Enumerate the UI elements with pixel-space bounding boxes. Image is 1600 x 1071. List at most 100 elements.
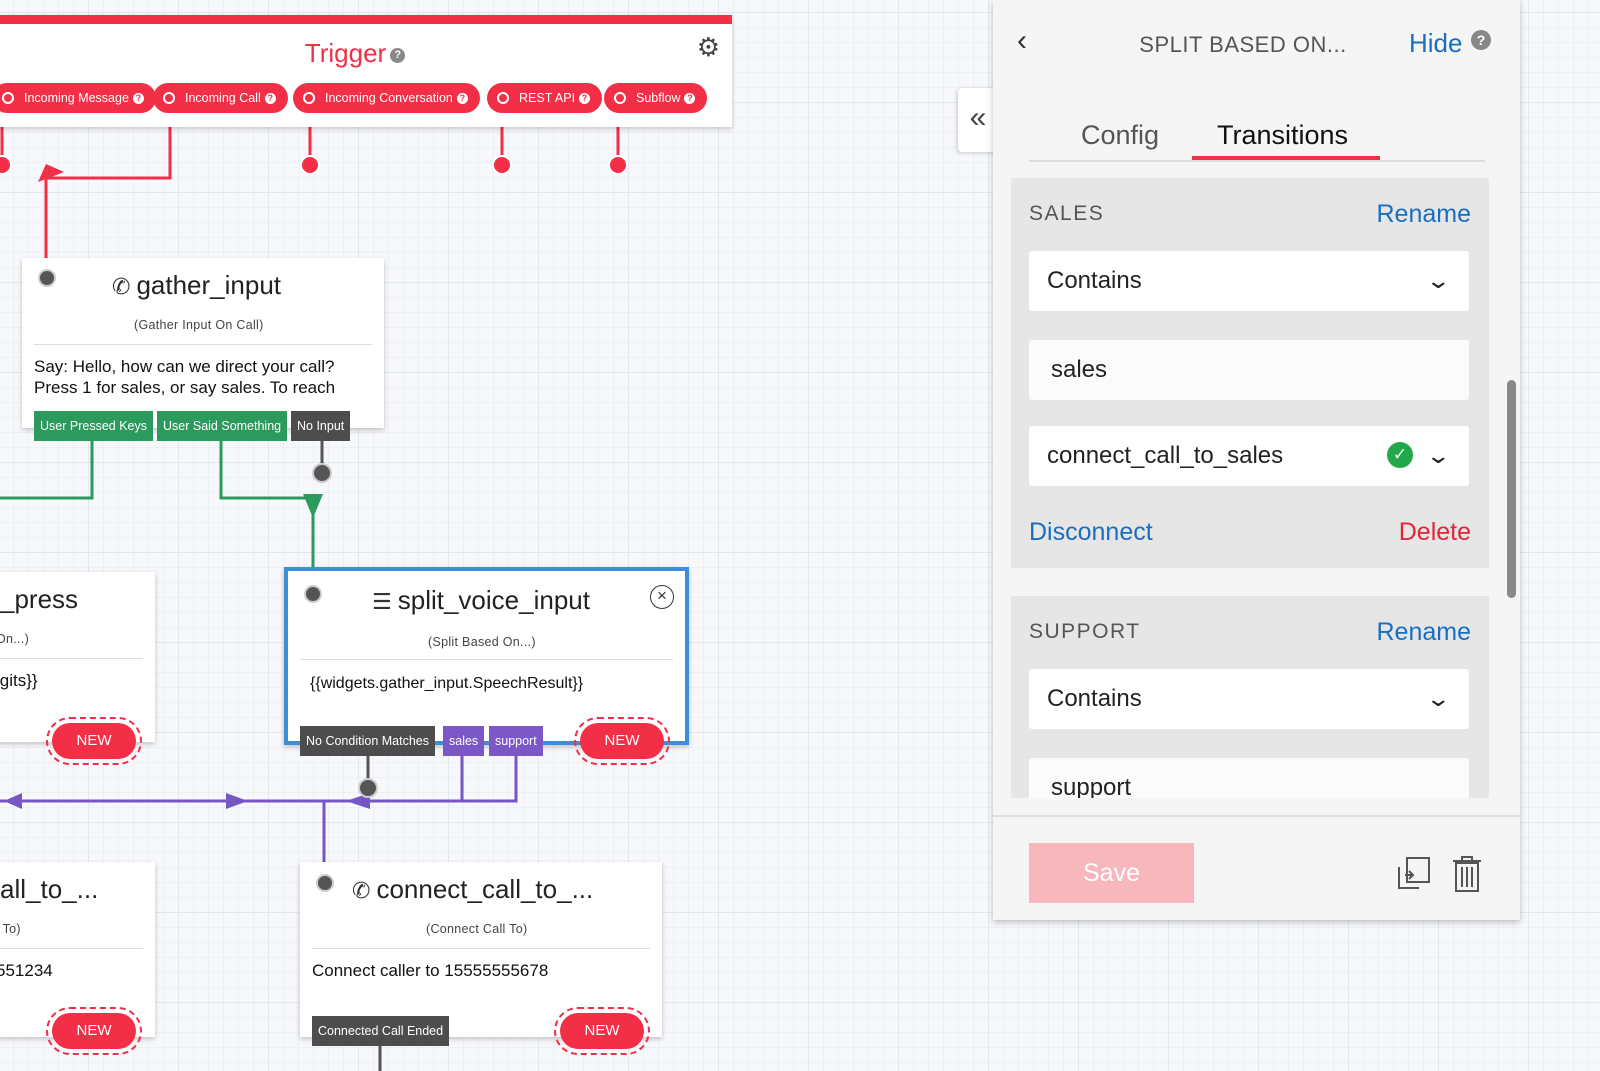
widget-body: Say: Hello, how can we direct your call?… — [34, 356, 335, 398]
divider — [34, 344, 372, 345]
widget-input-dot[interactable] — [316, 874, 334, 892]
transition-connected-call-ended[interactable]: Connected Call Ended — [312, 1016, 450, 1046]
divider — [993, 815, 1520, 817]
chevron-down-icon: ⌄ — [1424, 686, 1451, 711]
phone-icon: ✆ — [112, 274, 131, 299]
active-tab-indicator — [1192, 156, 1380, 160]
target-select[interactable]: connect_call_to_sales ✓ ⌄ — [1029, 426, 1469, 486]
value-text: sales — [1051, 356, 1108, 383]
transitions-list[interactable]: SALES Rename Contains ⌄ sales connect_ca… — [993, 178, 1520, 798]
widget-title: all_to_... — [0, 874, 99, 904]
disconnect-link[interactable]: Disconnect — [1029, 518, 1153, 546]
new-transition-button[interactable]: NEW — [46, 1007, 142, 1055]
widget-body: Connect caller to 15555555678 — [312, 961, 549, 980]
transition-label: SALES — [1029, 202, 1105, 225]
value-input[interactable]: sales — [1029, 340, 1469, 400]
widget-input-dot[interactable] — [38, 269, 56, 287]
trigger-incoming-conversation[interactable]: Incoming Conversation? — [293, 83, 480, 113]
save-button[interactable]: Save — [1029, 843, 1194, 903]
divider — [0, 948, 143, 949]
widget-subtitle: l To) — [0, 922, 21, 936]
delete-link[interactable]: Delete — [1398, 518, 1471, 546]
value-text: support — [1051, 774, 1132, 798]
widget-subtitle: On...) — [0, 632, 30, 646]
gear-icon[interactable]: ⚙ — [696, 32, 720, 62]
rename-link[interactable]: Rename — [1376, 200, 1472, 228]
transition-label: SUPPORT — [1029, 620, 1141, 643]
duplicate-icon[interactable] — [1395, 855, 1433, 891]
chevron-down-icon: ⌄ — [1424, 268, 1451, 293]
widget-split-voice-input[interactable]: ☰split_voice_input × (Split Based On...)… — [284, 567, 689, 745]
split-icon: ☰ — [372, 589, 392, 614]
double-chevron-left-icon[interactable]: « — [958, 88, 998, 152]
radio-icon — [163, 92, 175, 104]
trigger-title: Trigger? — [280, 38, 430, 69]
tab-config[interactable]: Config — [1081, 120, 1160, 150]
trigger-incoming-call[interactable]: Incoming Call? — [153, 83, 288, 113]
tab-transitions[interactable]: Transitions — [1217, 120, 1349, 150]
value-input[interactable]: support — [1029, 758, 1469, 798]
widget-subtitle: (Connect Call To) — [426, 922, 528, 936]
trigger-widget[interactable]: Trigger? ⚙ Incoming Message? Incoming Ca… — [0, 15, 732, 127]
widget-body: 551234 — [0, 961, 53, 980]
radio-icon — [2, 92, 14, 104]
help-icon[interactable]: ? — [1471, 30, 1491, 50]
divider — [0, 658, 143, 659]
trigger-rest-api[interactable]: REST API? — [487, 83, 603, 113]
chevron-left-icon[interactable]: ‹ — [1017, 24, 1027, 57]
phone-icon: ✆ — [352, 878, 371, 903]
help-icon[interactable]: ? — [264, 92, 276, 104]
divider — [300, 659, 673, 660]
widget-split-key-press[interactable]: _press On...) igits}} — [0, 572, 155, 742]
radio-icon — [497, 92, 509, 104]
trash-icon[interactable] — [1451, 855, 1483, 893]
widget-config-panel: ‹ SPLIT BASED ON... Hide ? Config Transi… — [993, 0, 1520, 920]
panel-tabs: Config Transitions — [1029, 120, 1485, 162]
widget-title: ✆connect_call_to_... — [352, 874, 594, 904]
help-icon[interactable]: ? — [132, 92, 144, 104]
check-icon: ✓ — [1387, 442, 1413, 468]
widget-title: _press — [0, 584, 79, 614]
close-icon[interactable]: × — [650, 585, 674, 609]
chevron-down-icon: ⌄ — [1424, 443, 1451, 468]
body-line: Say: Hello, how can we direct your call? — [34, 357, 335, 376]
transition-user-pressed-keys[interactable]: User Pressed Keys — [34, 411, 153, 441]
transition-card-support: SUPPORT Rename Contains ⌄ support — [1011, 596, 1489, 798]
operator-select[interactable]: Contains ⌄ — [1029, 251, 1469, 311]
connection-wires — [0, 112, 628, 1071]
trigger-incoming-message[interactable]: Incoming Message? — [0, 83, 156, 113]
widget-title: ☰split_voice_input — [372, 585, 590, 615]
new-transition-button[interactable]: NEW — [574, 717, 670, 765]
operator-value: Contains — [1047, 685, 1142, 712]
transition-no-condition-matches[interactable]: No Condition Matches — [300, 726, 435, 756]
widget-title: ✆gather_input — [112, 270, 281, 300]
help-icon[interactable]: ? — [579, 92, 591, 104]
widget-input-dot[interactable] — [304, 585, 322, 603]
panel-title: SPLIT BASED ON... — [1139, 32, 1347, 57]
new-transition-button[interactable]: NEW — [46, 717, 142, 765]
help-icon[interactable]: ? — [456, 92, 468, 104]
transition-card-sales: SALES Rename Contains ⌄ sales connect_ca… — [1011, 178, 1489, 568]
new-transition-button[interactable]: NEW — [554, 1007, 650, 1055]
transition-sales[interactable]: sales — [443, 726, 485, 756]
help-icon[interactable]: ? — [684, 92, 696, 104]
rename-link[interactable]: Rename — [1376, 618, 1472, 646]
transition-user-said-something[interactable]: User Said Something — [157, 411, 288, 441]
widget-subtitle: (Split Based On...) — [428, 635, 536, 649]
transition-no-input[interactable]: No Input — [291, 411, 351, 441]
help-icon[interactable]: ? — [390, 47, 406, 63]
operator-select[interactable]: Contains ⌄ — [1029, 669, 1469, 729]
trigger-subflow[interactable]: Subflow? — [604, 83, 708, 113]
transition-support[interactable]: support — [489, 726, 543, 756]
radio-icon — [303, 92, 315, 104]
panel-scrollbar[interactable] — [1507, 380, 1516, 598]
target-value: connect_call_to_sales — [1047, 442, 1284, 469]
operator-value: Contains — [1047, 267, 1142, 294]
widget-gather-input[interactable]: ✆gather_input (Gather Input On Call) Say… — [22, 258, 384, 428]
widget-connect-call-to[interactable]: ✆connect_call_to_... (Connect Call To) C… — [300, 862, 662, 1037]
widget-body: igits}} — [0, 671, 38, 690]
widget-body: {{widgets.gather_input.SpeechResult}} — [310, 675, 584, 692]
hide-button[interactable]: Hide — [1409, 28, 1463, 58]
divider — [312, 948, 650, 949]
